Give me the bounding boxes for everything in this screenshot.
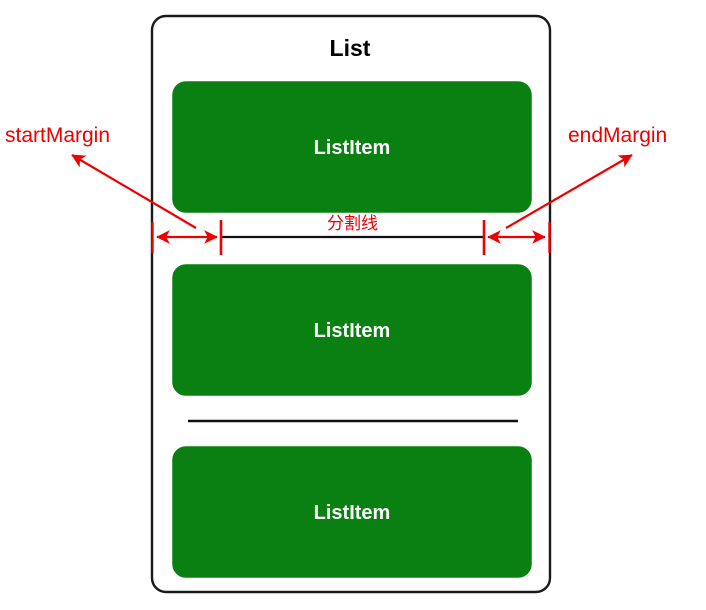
- list-item-1-label: ListItem: [314, 137, 391, 159]
- start-margin-leader-line: [71, 154, 197, 229]
- list-item-1[interactable]: [172, 81, 532, 213]
- end-margin-label: endMargin: [568, 124, 667, 147]
- list-item-2[interactable]: [172, 264, 532, 396]
- page-title: List: [330, 35, 371, 61]
- list-item-2-label: ListItem: [314, 320, 391, 342]
- end-margin-leader-line: [505, 154, 633, 229]
- list-item-3[interactable]: [172, 446, 532, 578]
- start-margin-label: startMargin: [5, 124, 110, 147]
- divider-label: 分割线: [327, 214, 378, 234]
- list-item-3-label: ListItem: [314, 502, 391, 524]
